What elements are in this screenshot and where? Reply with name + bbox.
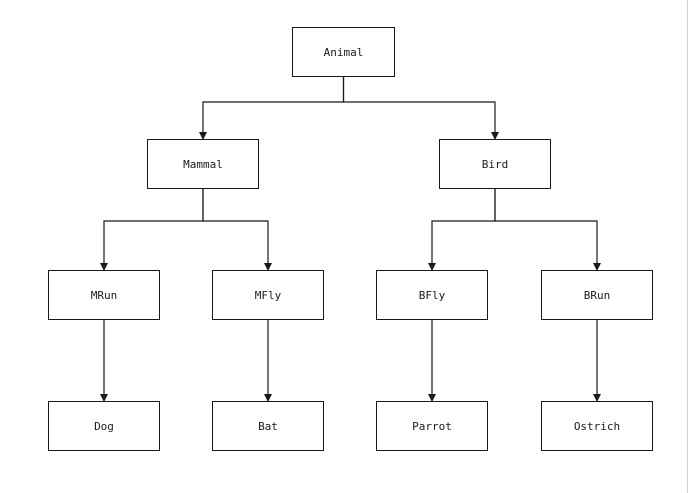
node-bird: Bird bbox=[439, 139, 551, 189]
edge-bird-to-brun bbox=[494, 189, 601, 271]
node-ostrich: Ostrich bbox=[541, 401, 653, 451]
node-parrot: Parrot bbox=[376, 401, 488, 451]
node-animal: Animal bbox=[292, 27, 395, 77]
edge-bird-to-bfly bbox=[428, 189, 496, 271]
edge-animal-to-bird bbox=[342, 77, 499, 140]
edge-mammal-to-mrun bbox=[100, 189, 204, 271]
node-mrun: MRun bbox=[48, 270, 160, 320]
node-bat: Bat bbox=[212, 401, 324, 451]
node-brun: BRun bbox=[541, 270, 653, 320]
node-bfly: BFly bbox=[376, 270, 488, 320]
node-dog: Dog bbox=[48, 401, 160, 451]
page-edge-line bbox=[687, 0, 688, 493]
node-mfly: MFly bbox=[212, 270, 324, 320]
edge-mammal-to-mfly bbox=[202, 189, 272, 271]
edge-animal-to-mammal bbox=[199, 77, 345, 140]
node-mammal: Mammal bbox=[147, 139, 259, 189]
